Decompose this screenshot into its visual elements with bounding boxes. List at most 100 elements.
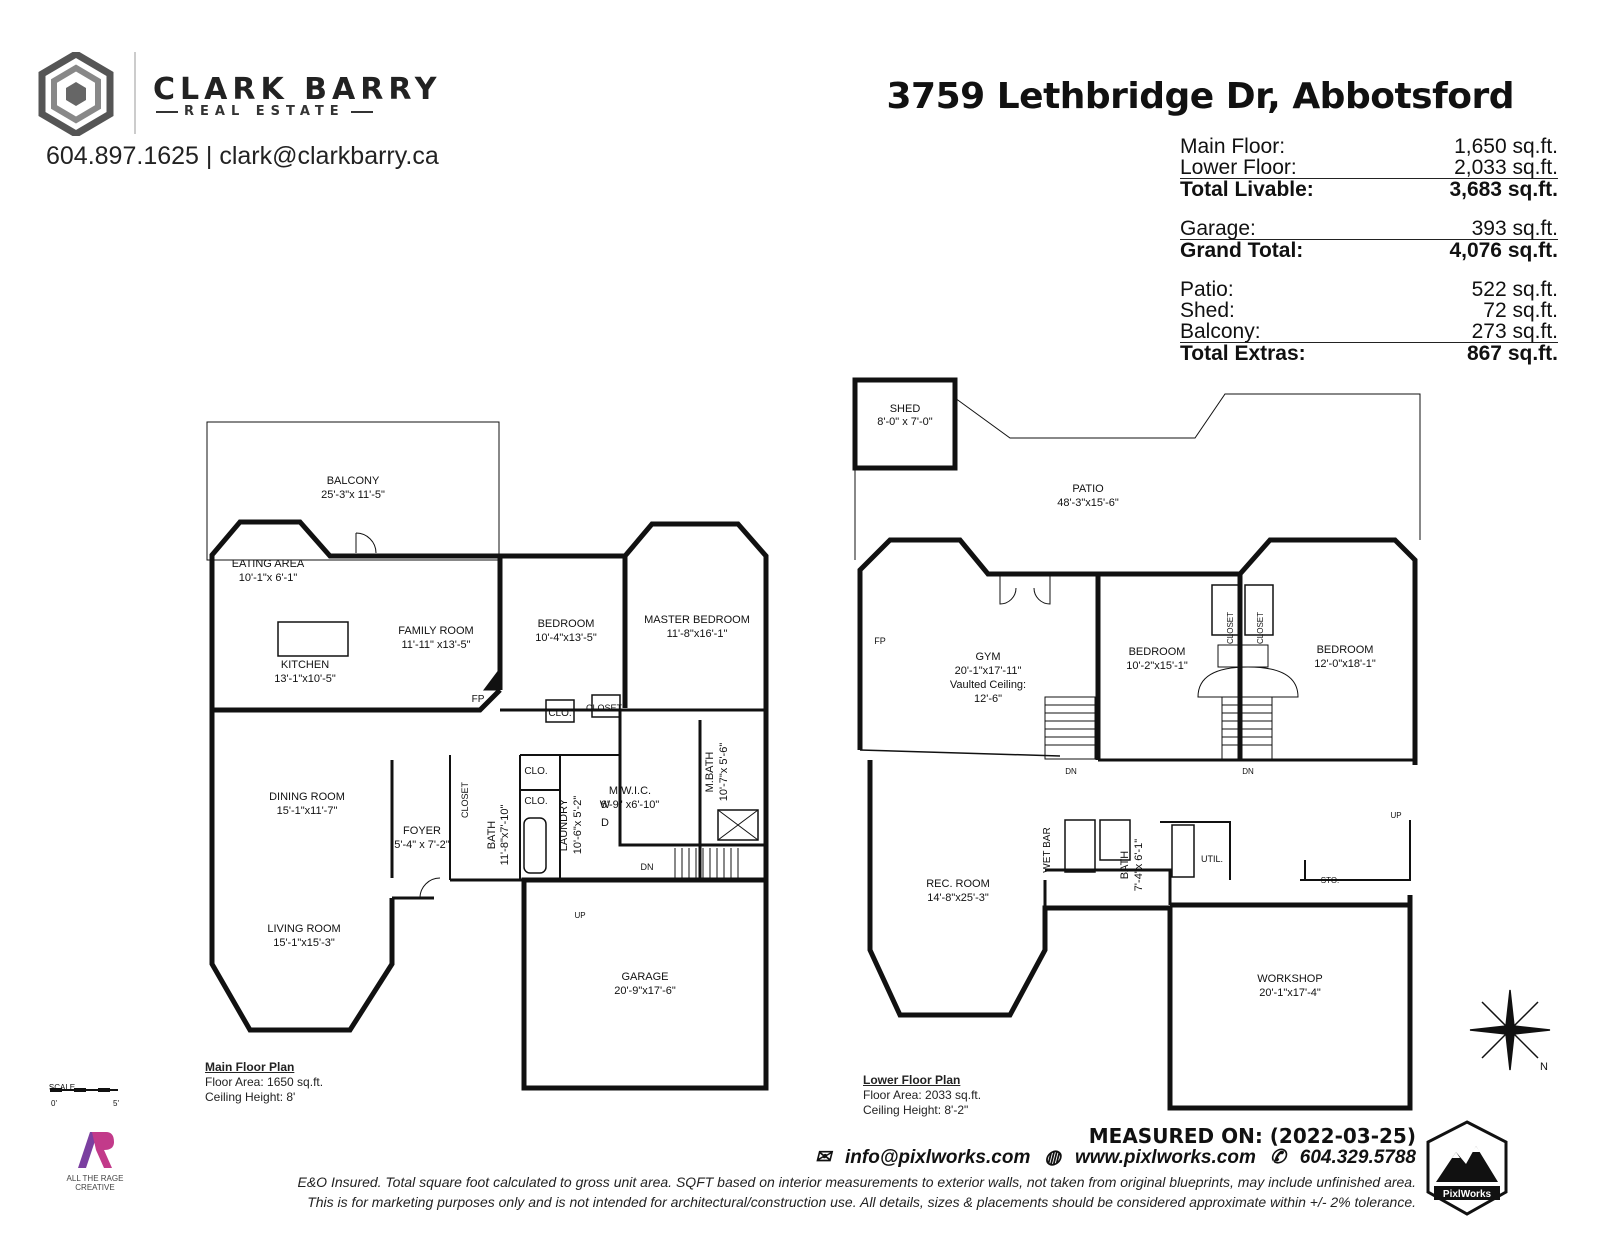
room-mbath-name: M.BATH bbox=[704, 752, 716, 793]
room-workshop-size: 20'-1"x17'-4" bbox=[1259, 987, 1321, 999]
closet-label: CLOSET bbox=[1256, 612, 1265, 644]
lower-plan-area: Floor Area: 2033 sq.ft. bbox=[863, 1088, 982, 1102]
clo-label: CLO. bbox=[548, 708, 571, 719]
lower-plan-caption: Lower Floor Plan Floor Area: 2033 sq.ft.… bbox=[863, 1073, 981, 1118]
room-laundry-name: LAUNDRY bbox=[558, 798, 570, 851]
pixlworks-contacts: ✉ info@pixlworks.com ◍ www.pixlworks.com… bbox=[815, 1146, 1416, 1169]
brand-contact: 604.897.1625 | clark@clarkbarry.ca bbox=[46, 142, 439, 171]
area-label: Grand Total: bbox=[1180, 239, 1304, 262]
area-value: 393 sq.ft. bbox=[1471, 217, 1558, 240]
clark-barry-logo-icon bbox=[38, 52, 114, 136]
all-the-rage-logo: ALL THE RAGE CREATIVE bbox=[50, 1128, 140, 1192]
room-foyer-size: 5'-4" x 7'-2" bbox=[394, 839, 450, 851]
room-family-size: 11'-11" x13'-5" bbox=[401, 639, 470, 651]
room-lower-bath-size: 7'-4"x 6'-1" bbox=[1133, 839, 1145, 891]
area-value: 2,033 sq.ft. bbox=[1454, 156, 1558, 179]
measured-on: MEASURED ON: (2022-03-25) bbox=[1088, 1124, 1416, 1148]
wet-bar-label: WET BAR bbox=[1042, 827, 1053, 872]
dryer-label: D bbox=[601, 817, 609, 829]
pixlworks-logo-text: PixlWorks bbox=[1443, 1189, 1492, 1200]
lower-plan-ceiling: Ceiling Height: 8'-2" bbox=[863, 1103, 969, 1117]
room-kitchen-size: 13'-1"x10'-5" bbox=[274, 673, 336, 685]
room-rec-name: REC. ROOM bbox=[926, 878, 990, 890]
room-laundry-size: 10'-6"x 5'-2" bbox=[572, 796, 584, 855]
brand-email[interactable]: clark@clarkbarry.ca bbox=[219, 142, 439, 170]
brand-subtitle: REAL ESTATE bbox=[150, 104, 379, 119]
area-row: Balcony:273 sq.ft. bbox=[1180, 321, 1558, 342]
washer-label: W bbox=[600, 799, 611, 811]
area-label: Main Floor: bbox=[1180, 135, 1286, 158]
room-lower-bath-name: BATH bbox=[1119, 851, 1131, 880]
sto-label: STO. bbox=[1321, 876, 1340, 885]
fp-label: FP bbox=[472, 694, 485, 705]
main-plan-area: Floor Area: 1650 sq.ft. bbox=[205, 1075, 324, 1089]
room-gym-height: 12'-6" bbox=[974, 693, 1002, 705]
clo-label: CLO. bbox=[524, 766, 547, 777]
stairs-dn-label: DN bbox=[1242, 767, 1254, 776]
area-row: Garage: 393 sq.ft. bbox=[1180, 218, 1558, 239]
lower-plan-title: Lower Floor Plan bbox=[863, 1073, 961, 1087]
room-gym-name: GYM bbox=[975, 651, 1000, 663]
pixlworks-phone[interactable]: 604.329.5788 bbox=[1299, 1146, 1416, 1168]
room-bedroom-name: BEDROOM bbox=[538, 618, 595, 630]
compass-north-label: N bbox=[1540, 1061, 1548, 1073]
area-value: 273 sq.ft. bbox=[1471, 320, 1558, 343]
room-patio-size: 48'-3"x15'-6" bbox=[1057, 497, 1119, 509]
area-value: 3,683 sq.ft. bbox=[1449, 178, 1558, 201]
brand-phone[interactable]: 604.897.1625 bbox=[46, 142, 199, 170]
room-master-name: MASTER BEDROOM bbox=[644, 614, 750, 626]
util-label: UTIL. bbox=[1201, 854, 1223, 864]
email-icon: ✉ bbox=[815, 1147, 831, 1168]
area-row: Shed:72 sq.ft. bbox=[1180, 300, 1558, 321]
brand-name: CLARK BARRY bbox=[153, 72, 442, 107]
room-bath-name: BATH bbox=[486, 821, 498, 850]
stairs-dn-label: DN bbox=[1065, 767, 1077, 776]
clo-label: CLO. bbox=[524, 796, 547, 807]
room-living-name: LIVING ROOM bbox=[267, 923, 340, 935]
room-rec-size: 14'-8"x25'-3" bbox=[927, 892, 989, 904]
room-mbath-size: 10'-7"x 5'-6" bbox=[718, 743, 730, 802]
stairs-up-label: UP bbox=[574, 911, 585, 920]
room-eating-size: 10'-1"x 6'-1" bbox=[239, 572, 298, 584]
room-bath-size: 11'-8"x7'-10" bbox=[499, 805, 511, 866]
area-total-row: Total Extras:867 sq.ft. bbox=[1180, 342, 1558, 364]
area-value: 522 sq.ft. bbox=[1471, 278, 1558, 301]
main-plan-title: Main Floor Plan bbox=[205, 1060, 295, 1074]
area-row: Main Floor: 1,650 sq.ft. bbox=[1180, 136, 1558, 157]
area-total-row: Grand Total:4,076 sq.ft. bbox=[1180, 239, 1558, 261]
area-label: Total Livable: bbox=[1180, 178, 1314, 201]
room-mwic-name: M.W.I.C. bbox=[609, 785, 651, 797]
pixlworks-email[interactable]: info@pixlworks.com bbox=[845, 1146, 1031, 1168]
room-family-name: FAMILY ROOM bbox=[398, 625, 473, 637]
compass-icon bbox=[1469, 989, 1551, 1071]
area-label: Patio: bbox=[1180, 278, 1234, 301]
room-garage-size: 20'-9"x17'-6" bbox=[614, 985, 676, 997]
area-label: Lower Floor: bbox=[1180, 156, 1297, 179]
area-label: Garage: bbox=[1180, 217, 1256, 240]
property-address: 3759 Lethbridge Dr, Abbotsford bbox=[886, 76, 1514, 117]
room-gym-size: 20'-1"x17'-11" bbox=[955, 665, 1022, 677]
scale-title: SCALE bbox=[49, 1083, 75, 1092]
room-bedroom2-name: BEDROOM bbox=[1317, 644, 1374, 656]
room-dining-size: 15'-1"x11'-7" bbox=[277, 805, 338, 817]
pixlworks-logo-icon: PixlWorks bbox=[1426, 1120, 1508, 1216]
fp-label: FP bbox=[874, 636, 886, 646]
room-bedroom1-size: 10'-2"x15'-1" bbox=[1126, 660, 1188, 672]
pixlworks-web[interactable]: www.pixlworks.com bbox=[1074, 1146, 1256, 1168]
phone-icon: ✆ bbox=[1269, 1147, 1286, 1168]
disclaimer-line-2: This is for marketing purposes only and … bbox=[307, 1194, 1416, 1210]
room-foyer-name: FOYER bbox=[403, 825, 441, 837]
room-kitchen-name: KITCHEN bbox=[281, 659, 329, 671]
room-garage-name: GARAGE bbox=[621, 971, 668, 983]
room-shed-size: 8'-0" x 7'-0" bbox=[877, 416, 933, 428]
room-master-size: 11'-8"x16'-1" bbox=[667, 628, 728, 640]
brand-divider bbox=[134, 52, 136, 134]
web-icon: ◍ bbox=[1044, 1147, 1061, 1168]
room-gym-note: Vaulted Ceiling: bbox=[950, 679, 1026, 691]
disclaimer-line-1: E&O Insured. Total square foot calculate… bbox=[297, 1174, 1416, 1190]
scale-start: 0' bbox=[51, 1099, 57, 1108]
area-label: Shed: bbox=[1180, 299, 1235, 322]
area-value: 1,650 sq.ft. bbox=[1454, 135, 1558, 158]
